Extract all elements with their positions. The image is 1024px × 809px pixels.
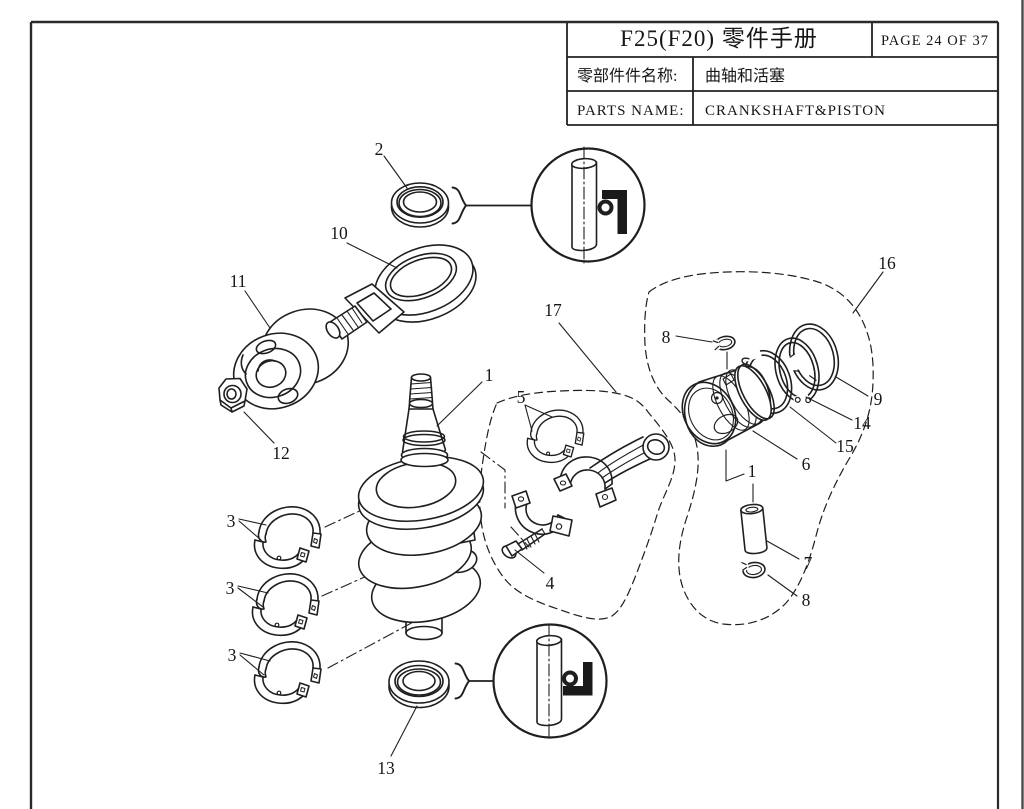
manual-title: F25(F20) 零件手册 xyxy=(620,26,818,51)
piston-pin xyxy=(740,503,768,555)
callout-7: 7 xyxy=(804,553,813,573)
bracket-upper xyxy=(451,186,467,225)
callout-3b: 3 xyxy=(226,578,235,598)
crankshaft xyxy=(357,373,485,641)
callout-labels: 2 10 11 12 1 17 5 4 3 3 3 13 8 9 14 15 6… xyxy=(226,139,896,778)
part-name-value-cn: 曲轴和活塞 xyxy=(705,67,785,85)
callout-16: 16 xyxy=(878,253,896,273)
callout-13: 13 xyxy=(377,758,395,778)
title-block: F25(F20) 零件手册 PAGE 24 OF 37 零部件件名称: 曲轴和活… xyxy=(566,23,998,126)
callout-14: 14 xyxy=(853,413,871,433)
flywheel-nut xyxy=(218,377,248,413)
callout-9: 9 xyxy=(874,389,883,409)
callout-1b: 1 xyxy=(748,461,757,481)
title-block-grid xyxy=(566,23,998,126)
main-bearing-pair-3 xyxy=(253,640,322,705)
seal-detail-circle-top xyxy=(530,146,646,264)
callout-10: 10 xyxy=(330,223,348,243)
piston-ring-9 xyxy=(785,323,840,391)
main-bearing-pair-1 xyxy=(253,505,322,570)
page-border xyxy=(29,0,1024,809)
callout-12: 12 xyxy=(272,443,290,463)
callout-leaders xyxy=(237,155,884,757)
seal-detail-circle-bottom xyxy=(492,623,608,739)
connecting-rod xyxy=(553,433,670,508)
rod-cap xyxy=(511,490,573,537)
bracket-lower xyxy=(454,662,470,700)
rod-bearing-pair xyxy=(526,409,585,464)
callout-1: 1 xyxy=(485,365,494,385)
callout-4: 4 xyxy=(546,573,555,593)
part-name-label-en: PARTS NAME: xyxy=(577,103,685,119)
callout-3a: 3 xyxy=(227,511,236,531)
piston-pin-clip-bottom xyxy=(739,560,766,579)
part-name-value-en: CRANKSHAFT&PISTON xyxy=(705,103,886,119)
callout-6: 6 xyxy=(802,454,811,474)
piston xyxy=(681,363,775,448)
callout-8b: 8 xyxy=(802,590,811,610)
rod-bolt xyxy=(501,528,546,559)
callout-2: 2 xyxy=(375,139,384,159)
piston-pin-clip-top xyxy=(711,335,736,351)
part-name-label-cn: 零部件件名称: xyxy=(577,67,677,85)
main-bearing-pair-2 xyxy=(251,572,320,637)
callout-5: 5 xyxy=(517,387,526,407)
callout-17: 17 xyxy=(544,300,562,320)
assembly-scope-rod-17 xyxy=(479,389,676,620)
balance-arm xyxy=(325,244,477,340)
callout-15: 15 xyxy=(836,436,854,456)
callout-8a: 8 xyxy=(662,327,671,347)
oil-seal-lower xyxy=(388,660,450,709)
callout-11: 11 xyxy=(230,271,247,291)
oil-seal-upper xyxy=(390,182,450,228)
callout-3c: 3 xyxy=(228,645,237,665)
page-indicator: PAGE 24 OF 37 xyxy=(881,33,989,49)
